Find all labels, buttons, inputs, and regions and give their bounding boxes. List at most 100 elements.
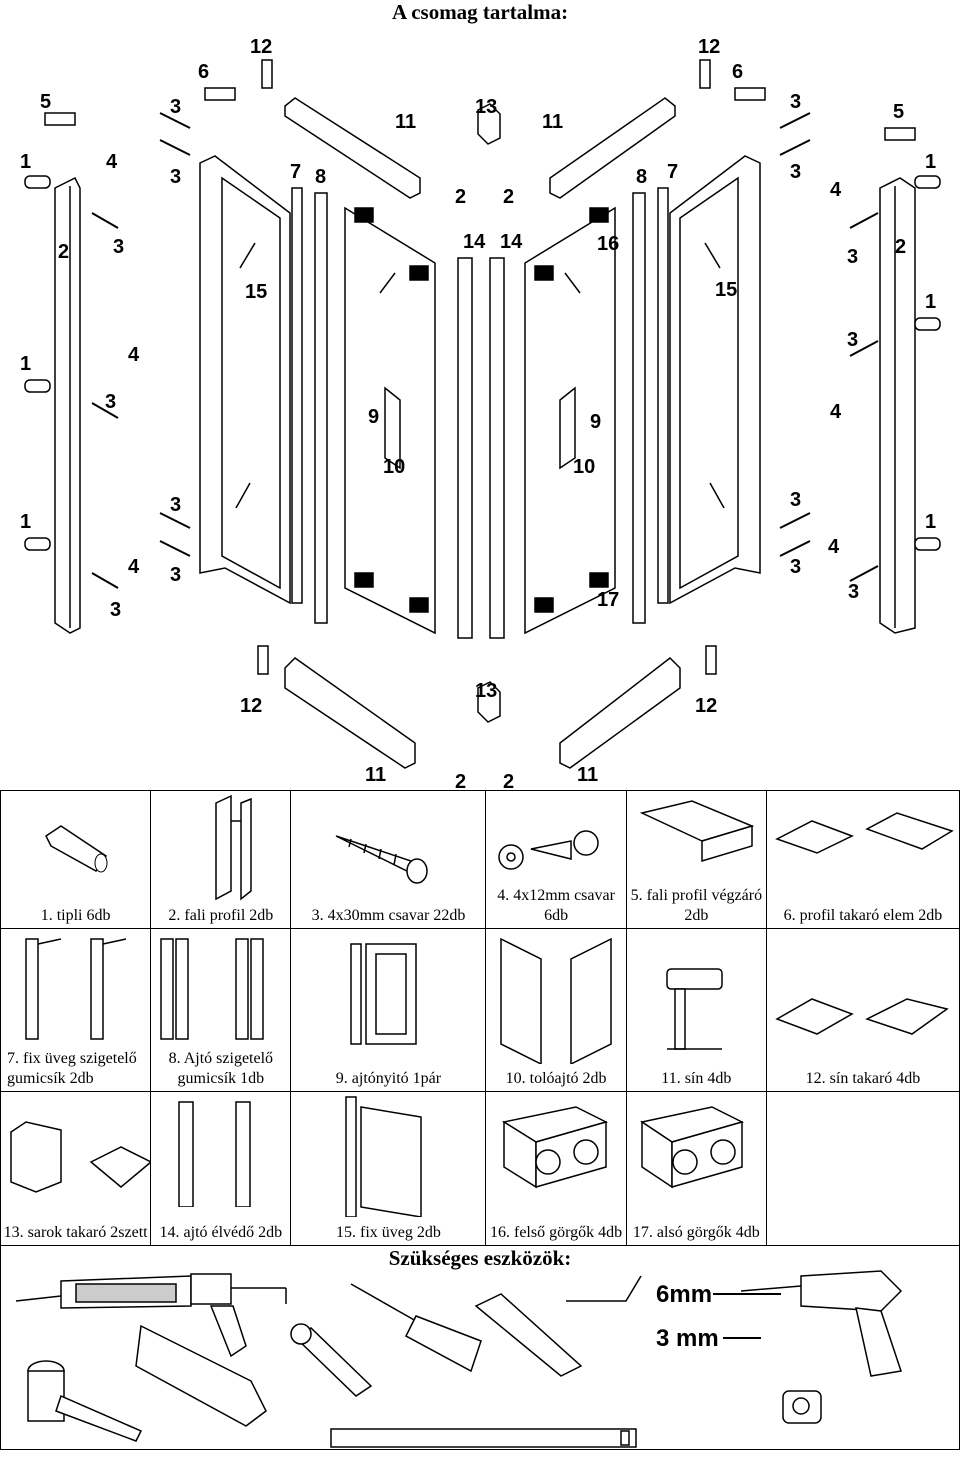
mallet-icon — [27, 1360, 143, 1442]
callout-3m: 3 — [848, 581, 859, 603]
callout-4: 4 — [106, 151, 118, 173]
callout-3f: 3 — [847, 246, 858, 268]
edge-protector-icon — [178, 1101, 251, 1207]
fixed-glass-icon — [345, 1096, 423, 1217]
callout-3l: 3 — [790, 556, 801, 578]
part-cell-3: 3. 4x30mm csavar 22db — [290, 790, 487, 929]
sliding-door-left — [344, 206, 436, 635]
part-cell-14: 14. ajtó élvédő 2db — [150, 1091, 292, 1246]
part-cell-1: 1. tipli 6db — [0, 790, 152, 929]
screw-icon — [336, 835, 429, 884]
callout-12c: 12 — [240, 695, 262, 717]
pencil-icon — [135, 1324, 267, 1427]
callout-5b: 5 — [893, 101, 904, 123]
drill-icon — [740, 1270, 903, 1377]
callout-10b: 10 — [573, 456, 595, 478]
fixed-glass-right — [669, 155, 761, 605]
part-cell-2: 2. fali profil 2db — [150, 790, 292, 929]
callout-1c: 1 — [925, 291, 936, 313]
callout-6b: 6 — [732, 61, 743, 83]
wall-profile-icon — [215, 794, 252, 901]
tools-title: Szükséges eszközök: — [388, 1246, 572, 1270]
callout-1d: 1 — [20, 353, 31, 375]
part-cell-4: 4. 4x12mm csavar 6db — [485, 790, 627, 929]
part-cell-7: 7. fix üveg szigetelő gumicsík 2db — [0, 928, 152, 1092]
callout-17: 17 — [597, 589, 619, 611]
door-seal-icon — [160, 938, 264, 1040]
callout-2b: 2 — [895, 236, 906, 258]
callout-3j: 3 — [790, 489, 801, 511]
callout-14: 14 — [463, 231, 486, 253]
part-cell-empty — [765, 1091, 960, 1246]
callout-6: 6 — [198, 61, 209, 83]
callout-1f: 1 — [925, 511, 936, 533]
callout-11c: 11 — [365, 764, 386, 786]
part-cell-15: 15. fix üveg 2db — [290, 1091, 487, 1246]
rail-cover-icon — [775, 998, 949, 1035]
part-cell-9: 9. ajtónyitó 1pár — [290, 928, 487, 1092]
tools-illustration: 6mm 3 mm — [15, 1270, 903, 1448]
drill-bit-3mm: 3 mm — [656, 1325, 719, 1352]
callout-3n: 3 — [110, 599, 121, 621]
part-cell-16: 16. felső görgők 4db — [485, 1091, 627, 1246]
callout-12b: 12 — [698, 36, 720, 58]
callout-4b: 4 — [830, 179, 842, 201]
callout-4f: 4 — [828, 536, 840, 558]
screwdriver-icon — [350, 1283, 482, 1373]
assembly-diagram: 5 6 12 3 3 1 4 2 3 7 8 11 13 2 2 11 12 6… — [20, 36, 941, 788]
callout-2c: 2 — [455, 186, 466, 208]
callout-11: 11 — [395, 111, 416, 133]
callout-4c: 4 — [128, 344, 140, 366]
callout-2d: 2 — [503, 186, 514, 208]
sliding-door-right — [524, 206, 616, 635]
callout-8: 8 — [315, 166, 326, 188]
callout-3k: 3 — [170, 564, 181, 586]
callout-8b: 8 — [636, 166, 647, 188]
callout-3h: 3 — [105, 391, 116, 413]
utility-knife-icon — [474, 1293, 583, 1377]
profile-cover-icon — [775, 812, 954, 854]
glass-seal-icon — [25, 938, 127, 1040]
part-cell-5: 5. fali profil végzáró 2db — [625, 790, 767, 929]
part-cell-8: 8. Ajtó szigetelő gumicsík 1db — [150, 928, 292, 1092]
callout-15b: 15 — [715, 279, 737, 301]
part-cell-11: 11. sín 4db — [625, 928, 767, 1092]
callout-2f: 2 — [503, 771, 514, 788]
wall-profile-right — [879, 177, 916, 634]
callout-3c: 3 — [113, 236, 124, 258]
callout-9: 9 — [368, 406, 379, 428]
top-roller-icon — [502, 1106, 609, 1189]
callout-14b: 14 — [500, 231, 523, 253]
callout-2: 2 — [58, 241, 69, 263]
callout-3b: 3 — [170, 166, 181, 188]
callout-11d: 11 — [577, 764, 598, 786]
sliding-door-icon — [500, 937, 613, 1064]
callout-15: 15 — [245, 281, 267, 303]
wall-profile-left — [54, 176, 81, 634]
callout-3d: 3 — [790, 91, 801, 113]
page-title: A csomag tartalma: — [391, 0, 569, 24]
callout-12: 12 — [250, 36, 272, 58]
callout-4e: 4 — [128, 556, 140, 578]
callout-5: 5 — [40, 91, 51, 113]
callout-3g: 3 — [847, 329, 858, 351]
callout-1b: 1 — [925, 151, 936, 173]
parts-table: 1. tipli 6db 2. fali profil 2db 3. 4x30m… — [0, 790, 960, 1450]
callout-13: 13 — [475, 96, 497, 118]
spirit-level-icon — [330, 1428, 637, 1448]
callout-4d: 4 — [830, 401, 842, 423]
hex-key-icon — [566, 1275, 642, 1302]
callout-2e: 2 — [455, 771, 466, 788]
part-cell-13: 13. sarok takaró 2szett — [0, 1091, 152, 1246]
callout-3: 3 — [170, 96, 181, 118]
tools-cell: Szükséges eszközök: — [0, 1245, 960, 1450]
callout-16: 16 — [597, 233, 619, 255]
small-screw-icon — [498, 830, 600, 870]
callout-12d: 12 — [695, 695, 717, 717]
socket-wrench-icon — [290, 1323, 373, 1397]
callout-10: 10 — [383, 456, 405, 478]
fixed-glass-left — [199, 155, 291, 605]
part-cell-12: 12. sín takaró 4db — [765, 928, 960, 1092]
callout-1: 1 — [20, 151, 31, 173]
end-cap-icon — [639, 800, 754, 863]
